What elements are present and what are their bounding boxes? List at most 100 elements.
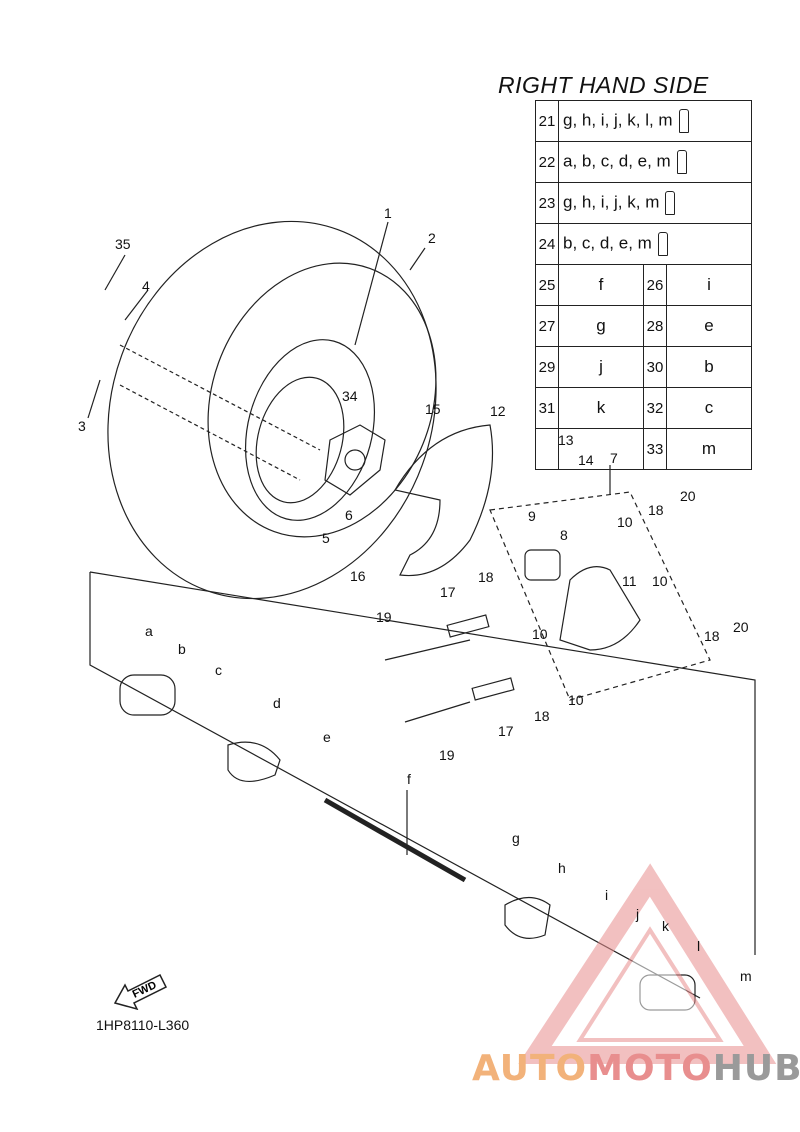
callout-8: 8 bbox=[560, 527, 568, 543]
diagram-code: 1HP8110-L360 bbox=[96, 1017, 190, 1033]
part-number bbox=[535, 428, 559, 470]
callout-i: i bbox=[605, 887, 609, 903]
grease-tube-icon bbox=[657, 232, 668, 256]
part-letter: m bbox=[666, 428, 752, 470]
callout-14: 14 bbox=[578, 452, 594, 468]
disc-shield bbox=[394, 424, 494, 577]
part-number: 27 bbox=[535, 305, 559, 347]
callout-6: 6 bbox=[345, 507, 353, 523]
part-number: 26 bbox=[643, 264, 667, 306]
kit-number: 22 bbox=[535, 141, 559, 183]
kit-contents: a, b, c, d, e, m bbox=[558, 141, 752, 183]
boot-inner bbox=[504, 896, 551, 939]
kit-contents-text: g, h, i, j, k, m bbox=[563, 192, 660, 212]
fwd-arrow-icon: FWD bbox=[110, 965, 170, 1015]
boot-outer bbox=[227, 741, 281, 782]
callout-10d: 10 bbox=[568, 692, 584, 708]
part-letter: k bbox=[558, 387, 644, 429]
kit-contents-text: g, h, i, j, k, l, m bbox=[563, 110, 673, 130]
knuckle bbox=[559, 566, 641, 651]
watermark-logo bbox=[518, 863, 777, 1064]
callout-7: 7 bbox=[610, 450, 618, 466]
callout-f: f bbox=[407, 771, 411, 787]
callout-19b: 19 bbox=[439, 747, 455, 763]
callout-12: 12 bbox=[490, 403, 506, 419]
kit-contents-text: b, c, d, e, m bbox=[563, 233, 652, 253]
part-letter: j bbox=[558, 346, 644, 388]
callout-18c: 18 bbox=[704, 628, 720, 644]
hub bbox=[324, 424, 386, 496]
callout-m: m bbox=[740, 968, 752, 984]
callout-18b: 18 bbox=[478, 569, 494, 585]
kit-contents: b, c, d, e, m bbox=[558, 223, 752, 265]
callout-20a: 20 bbox=[680, 488, 696, 504]
callout-k: k bbox=[662, 918, 669, 934]
callout-11: 11 bbox=[622, 573, 637, 589]
watermark-part-2: MOTO bbox=[587, 1048, 713, 1089]
kit-contents: g, h, i, j, k, l, m bbox=[558, 100, 752, 142]
callout-13: 13 bbox=[558, 432, 574, 448]
part-letter: g bbox=[558, 305, 644, 347]
watermark-text: AUTOMOTOHUB bbox=[472, 1048, 800, 1089]
callout-10b: 10 bbox=[652, 573, 668, 589]
kit-number: 24 bbox=[535, 223, 559, 265]
part-letter: e bbox=[666, 305, 752, 347]
callout-9: 9 bbox=[528, 508, 536, 524]
part-number: 33 bbox=[643, 428, 667, 470]
callout-19a: 19 bbox=[376, 609, 392, 625]
grease-tube-icon bbox=[678, 109, 689, 133]
kit-number: 23 bbox=[535, 182, 559, 224]
callout-1: 1 bbox=[384, 205, 392, 221]
watermark-part-3: HUB bbox=[712, 1048, 800, 1089]
part-letter: i bbox=[666, 264, 752, 306]
grease-tube-icon bbox=[676, 150, 687, 174]
part-letter: b bbox=[666, 346, 752, 388]
callout-18d: 18 bbox=[534, 708, 550, 724]
right-hand-side-title: RIGHT HAND SIDE bbox=[498, 72, 709, 98]
callout-17a: 17 bbox=[440, 584, 456, 600]
part-letter: c bbox=[666, 387, 752, 429]
callout-17b: 17 bbox=[498, 723, 514, 739]
callout-h: h bbox=[558, 860, 566, 876]
watermark-part-1: AUTO bbox=[472, 1048, 588, 1089]
callout-g: g bbox=[512, 830, 520, 846]
callout-16: 16 bbox=[350, 568, 366, 584]
callout-10c: 10 bbox=[532, 626, 548, 642]
rim-inner bbox=[255, 376, 345, 504]
tire-inner bbox=[207, 262, 437, 538]
callout-l: l bbox=[697, 938, 701, 954]
part-number: 29 bbox=[535, 346, 559, 388]
callout-c: c bbox=[215, 662, 222, 678]
callout-15: 15 bbox=[425, 401, 441, 417]
callout-e: e bbox=[323, 729, 331, 745]
callout-10a: 10 bbox=[617, 514, 633, 530]
callout-3: 3 bbox=[78, 418, 86, 434]
part-number: 32 bbox=[643, 387, 667, 429]
callout-j: j bbox=[636, 906, 640, 922]
kit-number: 21 bbox=[535, 100, 559, 142]
part-letter: f bbox=[558, 264, 644, 306]
part-letter bbox=[558, 428, 644, 470]
kit-contents-text: a, b, c, d, e, m bbox=[563, 151, 671, 171]
callout-d: d bbox=[273, 695, 281, 711]
grease-tube-icon bbox=[665, 191, 676, 215]
part-number: 31 bbox=[535, 387, 559, 429]
kit-contents: g, h, i, j, k, m bbox=[558, 182, 752, 224]
part-number: 28 bbox=[643, 305, 667, 347]
part-number: 30 bbox=[643, 346, 667, 388]
callout-b: b bbox=[178, 641, 186, 657]
callout-a: a bbox=[145, 623, 153, 639]
callout-34: 34 bbox=[342, 388, 358, 404]
